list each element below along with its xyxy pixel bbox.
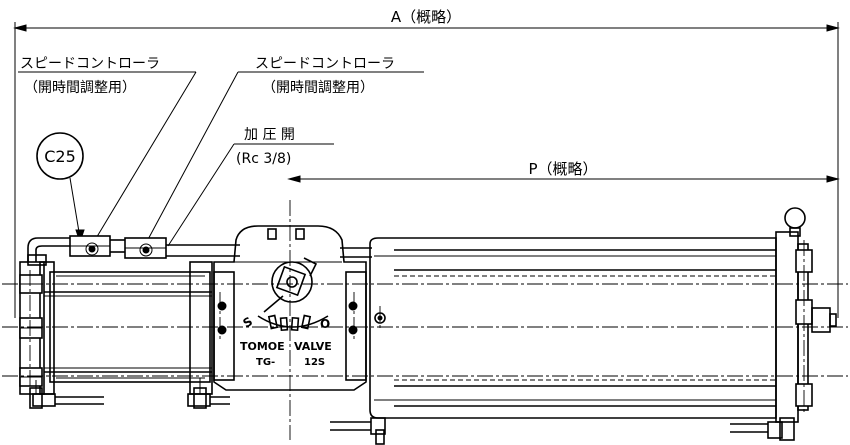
scale-o: O: [320, 317, 330, 331]
dim-p-label: P（概略）: [528, 160, 597, 178]
maker-name-2: VALVE: [294, 340, 332, 353]
left-cylinder: [19, 254, 230, 409]
center-lines: [2, 200, 848, 440]
right-cylinder: [330, 207, 837, 445]
speed-controller-left-label: スピードコントローラ: [20, 56, 160, 72]
dim-a-label: A（概略）: [391, 8, 461, 26]
pressure-port-label: 加 圧 開: [244, 127, 295, 143]
speed-controller-left-note: （開時間調整用）: [24, 80, 136, 96]
piping: [27, 237, 372, 262]
bubble-c25: C25: [44, 147, 76, 166]
model-prefix: TG-: [256, 357, 275, 368]
annotations: スピードコントローラ （開時間調整用） スピードコントローラ （開時間調整用） …: [18, 56, 424, 247]
center-housing: S O TOMOE VALVE TG- 12S: [213, 225, 367, 391]
speed-controller-right-note: （開時間調整用）: [262, 80, 374, 96]
speed-controller-left-valve: [69, 235, 111, 257]
speed-controller-right-valve: [124, 237, 167, 259]
maker-name-1: TOMOE: [240, 340, 285, 353]
model-number: 12S: [304, 357, 325, 368]
speed-controller-right-label: スピードコントローラ: [255, 56, 395, 72]
pressure-port-size: (Rc 3/8): [236, 151, 291, 167]
dimension-a: A（概略）: [13, 8, 840, 318]
scale-s: S: [241, 314, 255, 330]
dimension-p: P（概略）: [287, 160, 840, 183]
